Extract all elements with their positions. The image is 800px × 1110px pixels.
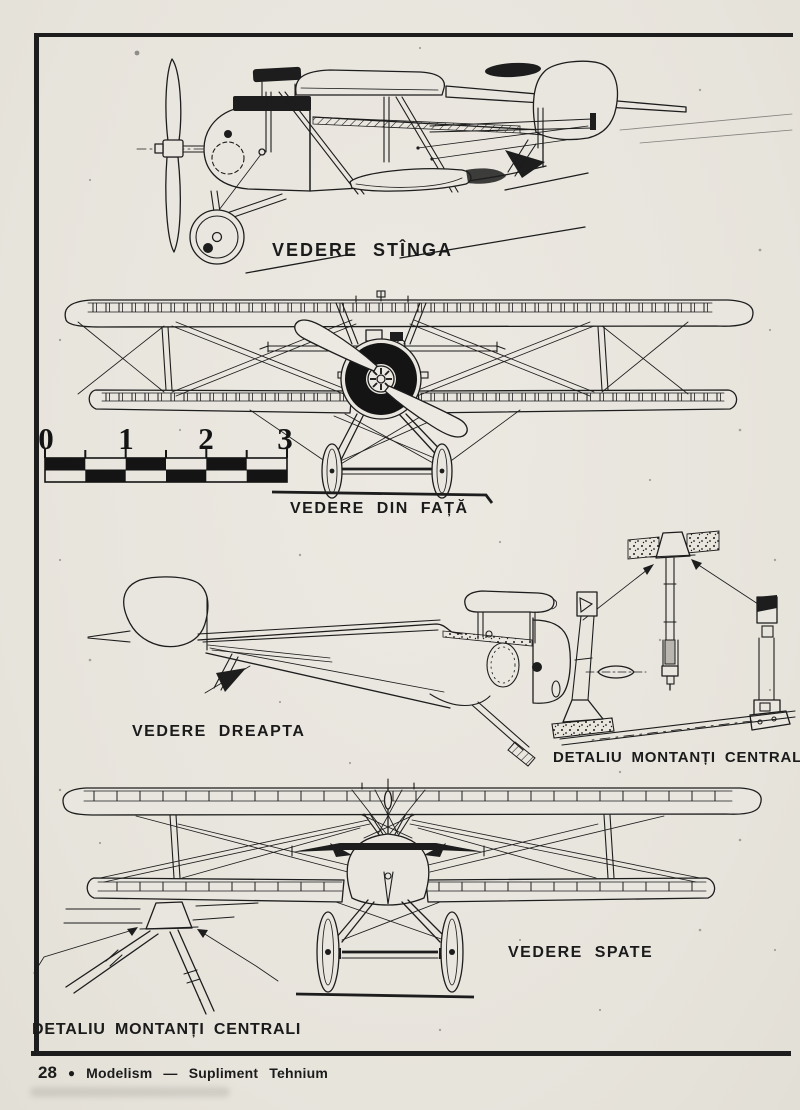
footer-title: Modelism — Supliment Tehnium (86, 1065, 328, 1081)
paper-speckles (58, 46, 777, 1032)
label-left-view: VEDERE STÎNGA (272, 240, 454, 260)
label-rear-view: VEDERE SPATE (508, 944, 654, 961)
label-strut-detail-bottom: DETALIU MONTANȚI CENTRALI (32, 1021, 302, 1038)
label-right-view: VEDERE DREAPTA (132, 723, 306, 740)
strut-detail-bottom-drawing (33, 901, 279, 1015)
bullet-icon: ● (67, 1066, 76, 1080)
left-view-drawing (136, 58, 793, 274)
strut-detail-right-drawing (551, 530, 796, 746)
right-view-drawing (87, 576, 571, 767)
page-number: 28 (38, 1063, 57, 1082)
front-view-drawing (64, 290, 754, 504)
ink-smudge (30, 1087, 230, 1097)
scale-tick-2: 2 (198, 421, 214, 456)
scale-bar-drawing (44, 448, 288, 483)
label-strut-detail-right: DETALIU MONTANȚI CENTRALI (553, 749, 800, 766)
scale-tick-3: 3 (277, 421, 293, 456)
scale-tick-0: 0 (38, 421, 54, 456)
page-footer: 28 ● Modelism — Supliment Tehnium (38, 1063, 328, 1083)
label-front-view: VEDERE DIN FAȚĂ (290, 500, 469, 517)
scale-tick-1: 1 (118, 421, 134, 456)
rear-view-drawing (62, 778, 762, 999)
page-frame (31, 33, 793, 1056)
